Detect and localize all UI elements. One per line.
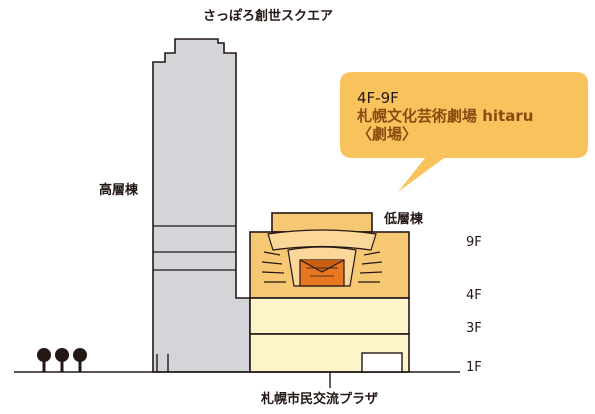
high-rise-label: 高層棟 [99, 183, 139, 198]
callout-theater-name: 札幌文化芸術劇場 hitaru [357, 107, 534, 125]
high-rise-tower [152, 38, 251, 373]
theater-interior [261, 229, 383, 287]
floor-label-1f: 1F [466, 360, 482, 375]
tree-icon [37, 348, 51, 372]
tree-icon [73, 348, 87, 372]
trees [37, 348, 87, 372]
callout-text: 4F-9F 札幌文化芸術劇場 hitaru 〈劇場〉 [357, 89, 587, 143]
floor-label-4f: 4F [466, 288, 482, 303]
floor-label-3f: 3F [466, 321, 482, 336]
plaza-label: 札幌市民交流プラザ [261, 392, 379, 407]
floor-label-9f: 9F [466, 235, 482, 250]
tower-name-label: さっぽろ創世スクエア [203, 9, 334, 24]
low-rise-label: 低層棟 [384, 212, 424, 227]
tree-icon [55, 348, 69, 372]
callout-bubble [340, 72, 588, 192]
callout-floors: 4F-9F [357, 89, 399, 107]
callout-theater-type: 〈劇場〉 [357, 125, 418, 143]
